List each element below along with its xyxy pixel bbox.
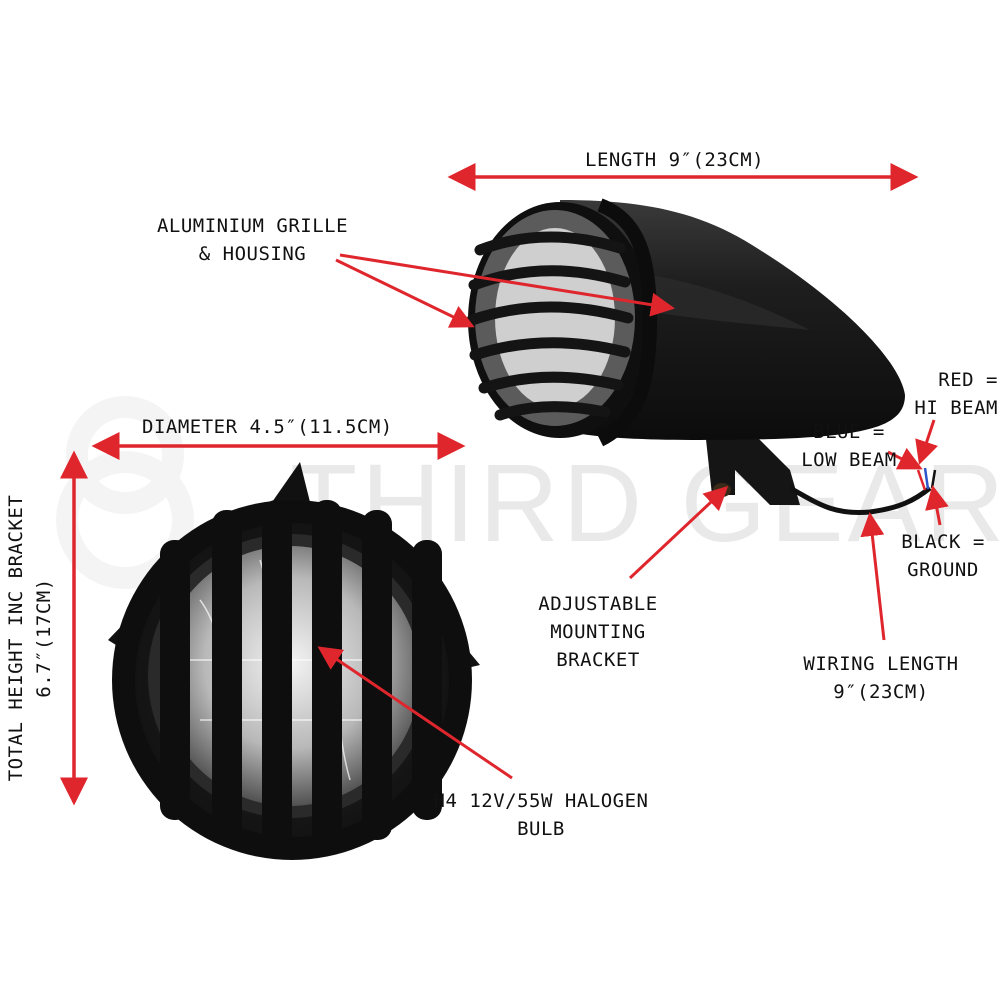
grille-label-line1: ALUMINIUM GRILLE xyxy=(156,215,349,237)
blue-wire-pointer xyxy=(887,447,923,470)
grille-pointer-1 xyxy=(339,253,675,317)
mounting-bracket-label: ADJUSTABLE MOUNTING BRACKET xyxy=(518,590,678,674)
bracket-pointer xyxy=(628,485,729,580)
black-wire-label: BLACK = GROUND xyxy=(888,528,998,584)
blue-wire-label: BLUE = LOW BEAM xyxy=(788,418,910,474)
grille-housing-label: ALUMINIUM GRILLE & HOUSING xyxy=(140,212,365,268)
bracket-line3: BRACKET xyxy=(556,649,640,671)
bracket-line1: ADJUSTABLE xyxy=(538,593,658,615)
grille-pointer-2 xyxy=(335,258,475,328)
bulb-line2: BULB xyxy=(517,818,565,840)
bracket-line2: MOUNTING xyxy=(550,621,646,643)
height-label-line2: 6.7″(17CM) xyxy=(33,578,55,698)
red-wire-line1: RED = xyxy=(938,369,998,391)
height-label-line1: TOTAL HEIGHT INC BRACKET xyxy=(5,494,27,782)
total-height-label: TOTAL HEIGHT INC BRACKET 6.7″(17CM) xyxy=(2,493,62,783)
blue-wire-line1: BLUE = xyxy=(813,421,885,443)
red-wire-pointer xyxy=(915,419,939,465)
wiring-length-label: WIRING LENGTH 9″(23CM) xyxy=(786,650,976,706)
wiring-line2: 9″(23CM) xyxy=(833,681,929,703)
grille-label-line2: & HOUSING xyxy=(198,243,307,265)
red-wire-label: RED = HI BEAM xyxy=(898,366,998,422)
side-view-headlamp xyxy=(466,198,937,516)
black-wire-line2: GROUND xyxy=(907,559,979,581)
black-wire-line1: BLACK = xyxy=(901,531,985,553)
front-view-headlamp xyxy=(108,462,480,860)
wiring-pointer xyxy=(860,512,886,641)
bulb-line1: H4 12V/55W HALOGEN xyxy=(433,790,649,812)
blue-wire-line2: LOW BEAM xyxy=(801,449,897,471)
red-wire-line2: HI BEAM xyxy=(914,397,998,419)
diameter-label: DIAMETER 4.5″(11.5CM) xyxy=(142,416,393,438)
length-label: LENGTH 9″(23CM) xyxy=(585,149,765,171)
wiring-line1: WIRING LENGTH xyxy=(803,653,959,675)
bulb-label: H4 12V/55W HALOGEN BULB xyxy=(412,787,670,843)
black-wire-pointer xyxy=(925,485,949,526)
bulb-pointer xyxy=(317,646,513,780)
